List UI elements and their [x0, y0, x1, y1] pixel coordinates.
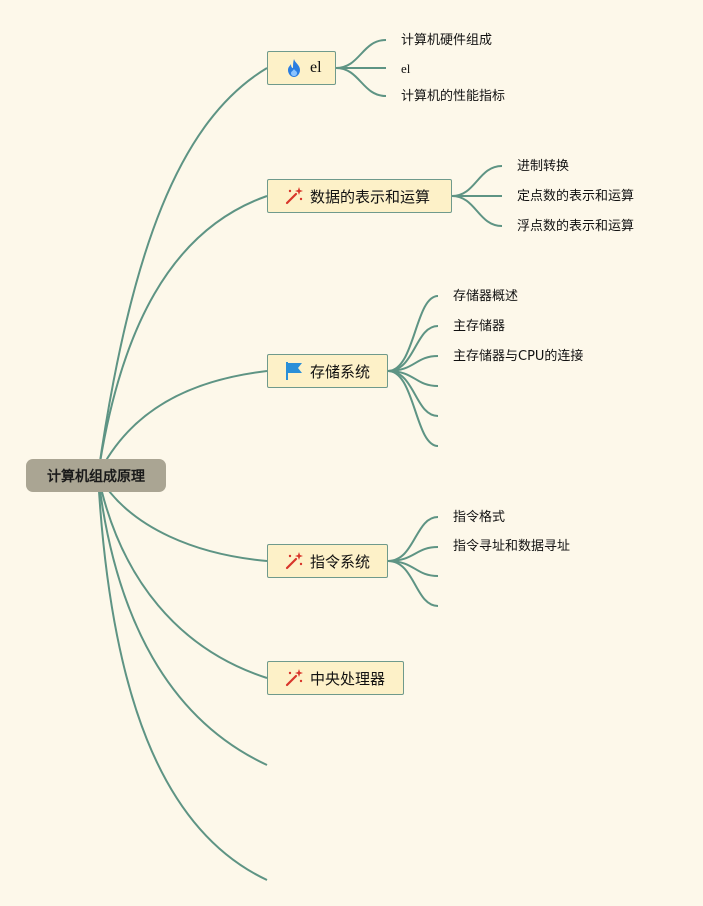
link-el-child-3 [335, 67, 387, 97]
link-storage-child-1 [387, 295, 439, 372]
branch-label: 存储系统 [310, 362, 371, 381]
sparkle-wand-icon [284, 186, 304, 206]
leaf-topic[interactable]: 浮点数的表示和运算 [517, 219, 635, 234]
link-data-child-3 [451, 195, 503, 227]
leaf-topic[interactable]: 主存储器 [453, 319, 506, 334]
branch-label: 中央处理器 [310, 669, 386, 688]
sparkle-wand-icon [284, 668, 304, 688]
leaf-topic[interactable]: el [401, 61, 411, 76]
branch-label: 指令系统 [310, 552, 371, 571]
link-instr-child-4 [387, 560, 439, 607]
branch-label: 数据的表示和运算 [310, 187, 431, 206]
leaf-topic[interactable]: 指令格式 [453, 510, 506, 525]
link-root-branch-2 [97, 195, 268, 476]
branch-topic-instruction-system[interactable]: 指令系统 [267, 544, 388, 578]
leaf-topic[interactable]: 存储器概述 [453, 289, 519, 304]
link-root-branch-7 [97, 474, 268, 881]
link-data-child-1 [451, 165, 503, 197]
leaf-topic[interactable]: 计算机的性能指标 [401, 89, 506, 104]
leaf-topic[interactable]: 主存储器与CPU的连接 [453, 349, 584, 364]
link-root-branch-6 [97, 474, 268, 766]
leaf-topic[interactable]: 计算机硬件组成 [401, 33, 493, 48]
flag-icon [284, 361, 304, 381]
link-storage-child-6 [387, 370, 439, 447]
branch-topic-data-representation[interactable]: 数据的表示和运算 [267, 179, 452, 213]
link-root-branch-1 [97, 67, 268, 476]
link-root-branch-3 [97, 370, 268, 476]
leaf-topic[interactable]: 指令寻址和数据寻址 [453, 539, 571, 554]
branch-topic-cpu[interactable]: 中央处理器 [267, 661, 404, 695]
leaf-topic[interactable]: 进制转换 [517, 159, 570, 174]
sparkle-wand-icon [284, 551, 304, 571]
leaf-topic[interactable]: 定点数的表示和运算 [517, 189, 635, 204]
link-el-child-1 [335, 39, 387, 69]
branch-label: el [310, 59, 322, 76]
branch-topic-el[interactable]: el [267, 51, 336, 85]
branch-topic-storage-system[interactable]: 存储系统 [267, 354, 388, 388]
link-root-branch-5 [97, 474, 268, 679]
link-root-branch-4 [97, 474, 268, 562]
root-topic[interactable]: 计算机组成原理 [26, 459, 166, 492]
fire-icon [284, 58, 304, 78]
